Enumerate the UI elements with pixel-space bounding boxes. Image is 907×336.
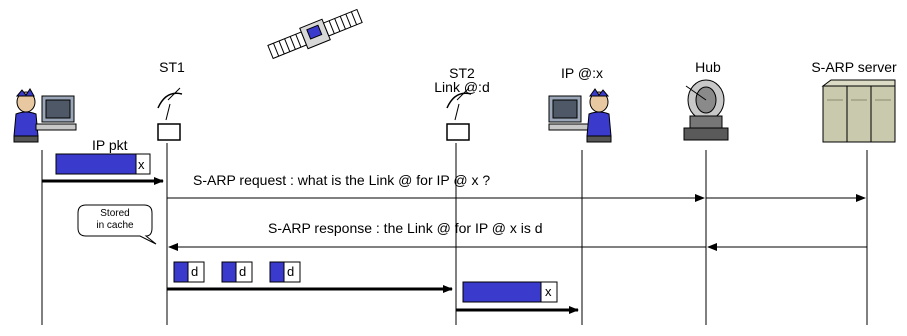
- delivered-packet-addr: x: [545, 284, 552, 299]
- st2-label: ST2: [449, 65, 475, 81]
- ip-packet-label: IP pkt: [92, 137, 128, 153]
- ip-packet-addr: x: [138, 157, 145, 172]
- cache-note: Stored in cache: [88, 208, 142, 232]
- user-workstation-icon: [13, 88, 77, 143]
- delivered-ip-packet: [462, 281, 558, 303]
- frame-link-addr: d: [191, 264, 199, 279]
- st1-label: ST1: [159, 59, 185, 75]
- lifelines: [41, 143, 868, 325]
- satellite-terminal-icon: [446, 87, 472, 141]
- ip-packet: [55, 153, 151, 175]
- satellite-terminal-icon: [157, 87, 183, 141]
- host2-ip-label: IP @:x: [561, 65, 603, 81]
- cache-note-line-2: in cache: [96, 220, 134, 231]
- cache-callout: [77, 204, 157, 245]
- satellite-icon: [267, 8, 363, 60]
- cache-note-line-1: Stored: [100, 208, 130, 219]
- request-message: S-ARP request : what is the Link @ for I…: [193, 172, 491, 188]
- user-workstation-icon: [548, 88, 612, 143]
- hub-label: Hub: [695, 59, 721, 75]
- sarp-server-label: S-ARP server: [811, 59, 897, 75]
- hub-dish-icon: [683, 79, 729, 141]
- link-frames: [173, 261, 301, 283]
- response-message: S-ARP response : the Link @ for IP @ x i…: [268, 220, 543, 236]
- frame-link-addr: d: [239, 264, 247, 279]
- frame-link-addr: d: [287, 264, 295, 279]
- server-rack-icon: [821, 79, 896, 143]
- st2-link-label: Link @:d: [434, 79, 490, 95]
